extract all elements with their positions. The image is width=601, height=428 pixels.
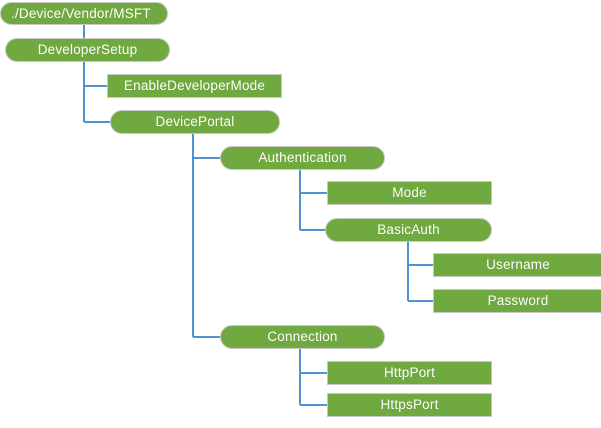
connector-deviceportal-to-authentication [192,134,222,159]
connector-authentication-to-mode [299,170,327,194]
node-connection[interactable]: Connection [220,325,385,349]
node-root[interactable]: ./Device/Vendor/MSFT [0,2,168,25]
connector-authentication-to-basicauth [299,170,327,231]
connector-connection-to-httpport [299,349,327,374]
node-deviceportal[interactable]: DevicePortal [110,110,280,134]
connector-developersetup-to-deviceportal [83,62,112,123]
node-httpport[interactable]: HttpPort [327,361,492,385]
connector-basicauth-to-password [407,242,433,302]
node-enabledevelopermode[interactable]: EnableDeveloperMode [107,74,282,98]
node-mode[interactable]: Mode [327,181,492,205]
connector-basicauth-to-username [407,242,433,266]
node-developersetup[interactable]: DeveloperSetup [5,38,170,62]
node-username[interactable]: Username [433,253,601,277]
connector-developersetup-to-enabledevelopermode [83,62,107,87]
node-httpsport[interactable]: HttpsPort [327,393,492,417]
node-basicauth[interactable]: BasicAuth [325,218,492,242]
connector-connection-to-httpsport [299,349,327,406]
node-authentication[interactable]: Authentication [220,146,385,170]
connector-deviceportal-to-connection [192,134,222,338]
node-password[interactable]: Password [433,289,601,313]
